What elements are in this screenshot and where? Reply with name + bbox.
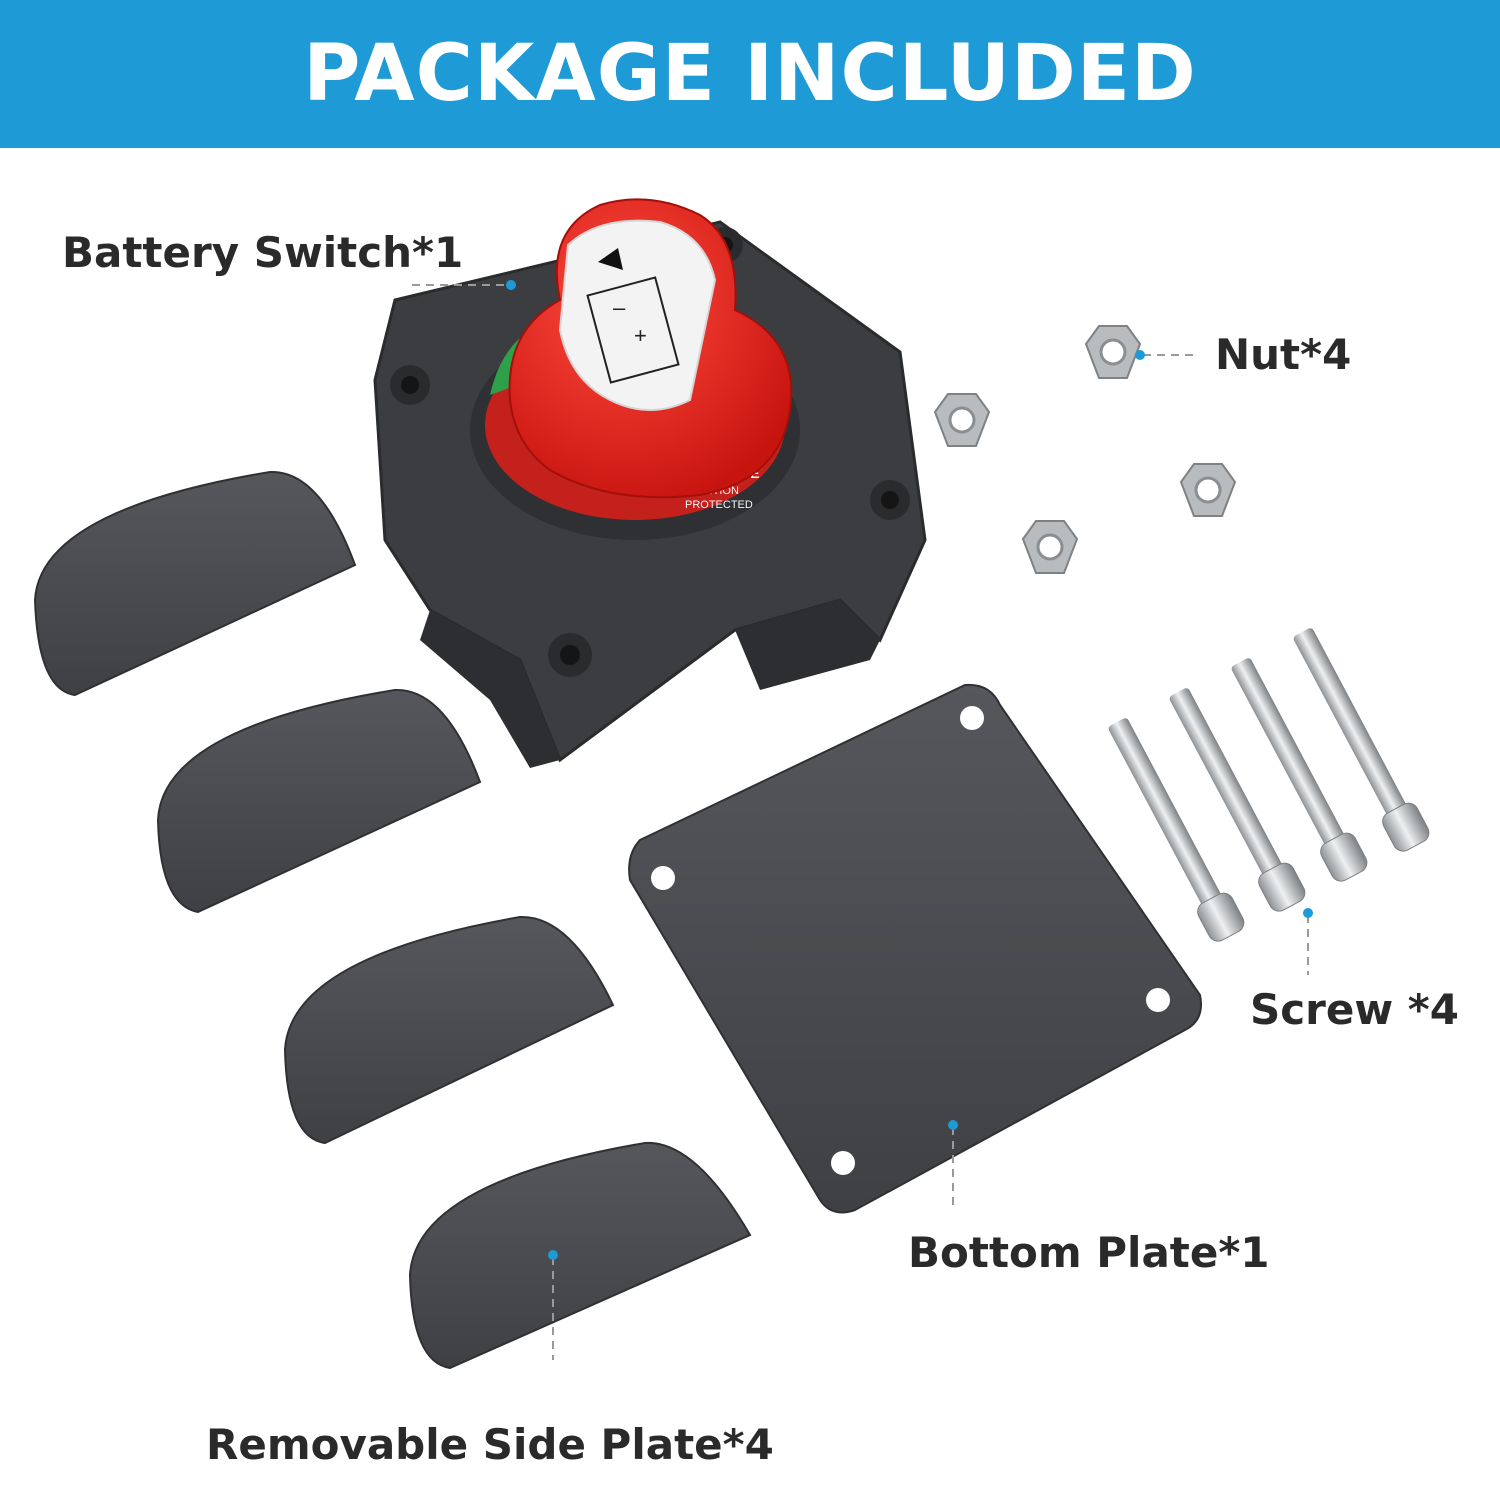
side-plate [283,915,615,1145]
battery-switch: IGNITION PROTECTED CE – + [373,198,927,768]
svg-text:+: + [634,323,647,348]
nut [1021,520,1079,574]
screw [1169,688,1306,912]
side-plate [408,1141,752,1370]
nut [933,393,991,447]
label-battery-switch: Battery Switch*1 [62,228,464,277]
side-plate [156,688,482,914]
header-banner: PACKAGE INCLUDED [0,0,1500,148]
callout-dot [1135,350,1145,360]
header-title: PACKAGE INCLUDED [303,29,1197,119]
side-plate [33,470,357,697]
svg-text:–: – [613,295,626,320]
nuts [933,325,1237,574]
label-screw: Screw *4 [1250,985,1459,1034]
screw [1231,658,1368,882]
label-bottom-plate: Bottom Plate*1 [908,1228,1270,1277]
nut [1179,463,1237,517]
bottom-plate [628,683,1202,1214]
callout-lines [412,284,1309,1360]
callout-dot [1303,908,1313,918]
knob-ring-text-2: PROTECTED [685,499,753,511]
screw [1293,628,1430,852]
callout-dot [948,1120,958,1130]
label-nut: Nut*4 [1215,330,1352,379]
label-side-plate: Removable Side Plate*4 [206,1420,774,1469]
side-plates [33,470,752,1370]
callout-dot [548,1250,558,1260]
screw [1108,718,1245,942]
callout-dot [506,280,516,290]
screws [1108,628,1430,942]
nut [1084,325,1142,379]
callout-dots [506,280,1313,1260]
